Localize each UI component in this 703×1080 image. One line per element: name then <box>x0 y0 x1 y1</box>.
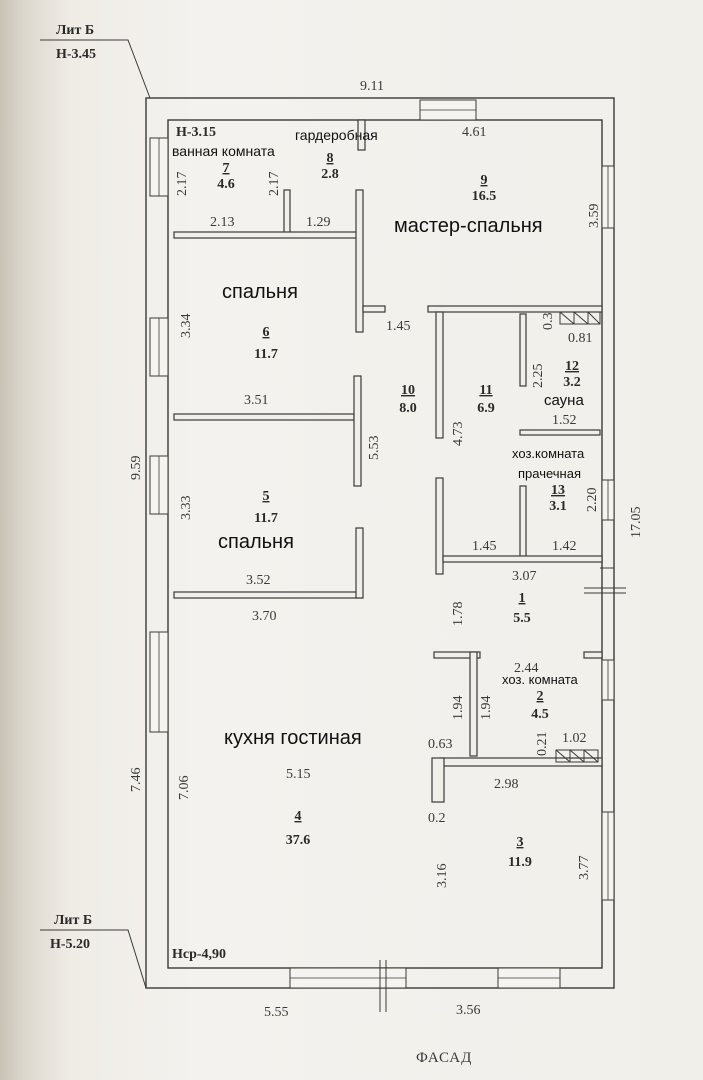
dim-left-height: 9.59 <box>129 456 144 481</box>
dim-left-lower: 7.46 <box>129 768 144 793</box>
dim-3-34: 3.34 <box>179 314 194 339</box>
stamp-top-lit: Лит Б <box>56 23 94 38</box>
room-6-area: 11.7 <box>254 347 278 362</box>
room-12-area: 3.2 <box>563 375 581 390</box>
dim-3-77: 3.77 <box>577 856 592 881</box>
room-5-area: 11.7 <box>254 511 278 526</box>
dim-2-17-a: 2.17 <box>175 172 190 197</box>
dim-2-25: 2.25 <box>531 364 546 389</box>
dim-0-21: 0.21 <box>535 732 550 757</box>
room-7-label: ванная комната <box>172 143 275 159</box>
dim-2-20: 2.20 <box>585 488 600 513</box>
stamp-bottom-lit: Лит Б <box>54 913 92 928</box>
inner-dimensions: 2.17 2.17 4.61 3.59 2.13 1.29 3.34 1.45 … <box>175 125 602 888</box>
windows <box>149 99 615 989</box>
room-2-number: 2 <box>537 689 544 704</box>
room-1-area: 5.5 <box>513 611 531 626</box>
room-8-number: 8 <box>327 151 334 166</box>
room-7-number: 7 <box>223 161 230 176</box>
room-12-label: сауна <box>544 392 584 409</box>
room-11-number: 11 <box>479 383 492 398</box>
dim-1-78: 1.78 <box>451 602 466 627</box>
dim-2-17-b: 2.17 <box>267 172 282 197</box>
stamp-leaders <box>40 39 151 989</box>
door-marks <box>379 567 626 1012</box>
dim-3-33: 3.33 <box>179 496 194 521</box>
room-11-area: 6.9 <box>477 401 495 416</box>
dim-0-2: 0.2 <box>428 811 446 826</box>
room-6-label: спальня <box>222 281 298 303</box>
room-13-label-line2: прачечная <box>518 466 581 481</box>
stamp-floor-level: Нср-4,90 <box>172 947 226 962</box>
dim-0-3: 0.3 <box>541 313 556 331</box>
room-13-area: 3.1 <box>549 499 567 514</box>
room-1-number: 1 <box>519 591 526 606</box>
dim-7-06: 7.06 <box>177 776 192 801</box>
dim-0-81: 0.81 <box>568 331 593 346</box>
room-12-number: 12 <box>565 359 579 374</box>
room-5-number: 5 <box>263 489 270 504</box>
appliance-marks <box>555 311 601 763</box>
room-3-number: 3 <box>517 835 524 850</box>
facade-label: ФАСАД <box>416 1050 472 1066</box>
dim-1-52: 1.52 <box>552 413 577 428</box>
room-4-area: 37.6 <box>286 833 311 848</box>
dim-bottom-right: 3.56 <box>456 1003 481 1018</box>
dim-3-16: 3.16 <box>435 864 450 889</box>
room-13-label-line1: хоз.комната <box>512 446 585 461</box>
room-6-number: 6 <box>263 325 270 340</box>
dim-right-height: 17.05 <box>629 507 644 539</box>
dim-2-13: 2.13 <box>210 215 235 230</box>
dim-0-63: 0.63 <box>428 737 453 752</box>
stamp-bottom-level: Н-5.20 <box>50 937 90 952</box>
room-9-number: 9 <box>481 173 488 188</box>
room-13-number: 13 <box>551 483 565 498</box>
dim-1-29: 1.29 <box>306 215 331 230</box>
dim-3-51: 3.51 <box>244 393 269 408</box>
room-10-number: 10 <box>401 383 415 398</box>
room-4-label: кухня гостиная <box>224 727 362 749</box>
room-2-area: 4.5 <box>531 707 549 722</box>
room-9-label: мастер-спальня <box>394 215 543 237</box>
dim-1-94-b: 1.94 <box>479 696 494 721</box>
room-7-area: 4.6 <box>217 177 235 192</box>
dim-1-45-a: 1.45 <box>386 319 411 334</box>
interior-walls <box>173 119 603 803</box>
room-4-number: 4 <box>295 809 302 824</box>
dim-3-07: 3.07 <box>512 569 537 584</box>
room-2-label: хоз. комната <box>502 672 579 687</box>
dim-1-42: 1.42 <box>552 539 577 554</box>
stamp-inner-level: Н-3.15 <box>176 125 216 140</box>
dim-3-59: 3.59 <box>587 204 602 229</box>
room-5-label: спальня <box>218 531 294 553</box>
room-3-area: 11.9 <box>508 855 532 870</box>
dim-4-61: 4.61 <box>462 125 487 140</box>
dim-1-94-a: 1.94 <box>451 696 466 721</box>
dim-bottom-left: 5.55 <box>264 1005 289 1020</box>
room-10-area: 8.0 <box>399 401 417 416</box>
dim-1-45-b: 1.45 <box>472 539 497 554</box>
room-8-label: гардеробная <box>295 127 378 143</box>
dim-1-02: 1.02 <box>562 731 587 746</box>
dim-top-width: 9.11 <box>360 79 384 94</box>
stamp-top-level: Н-3.45 <box>56 47 96 62</box>
room-9-area: 16.5 <box>472 189 497 204</box>
dim-3-70: 3.70 <box>252 609 277 624</box>
dim-3-52: 3.52 <box>246 573 271 588</box>
dim-5-53: 5.53 <box>367 436 382 461</box>
dim-2-44: 2.44 <box>514 661 539 676</box>
dim-4-73: 4.73 <box>451 422 466 447</box>
dim-5-15: 5.15 <box>286 767 311 782</box>
dim-2-98: 2.98 <box>494 777 519 792</box>
room-8-area: 2.8 <box>321 167 339 182</box>
